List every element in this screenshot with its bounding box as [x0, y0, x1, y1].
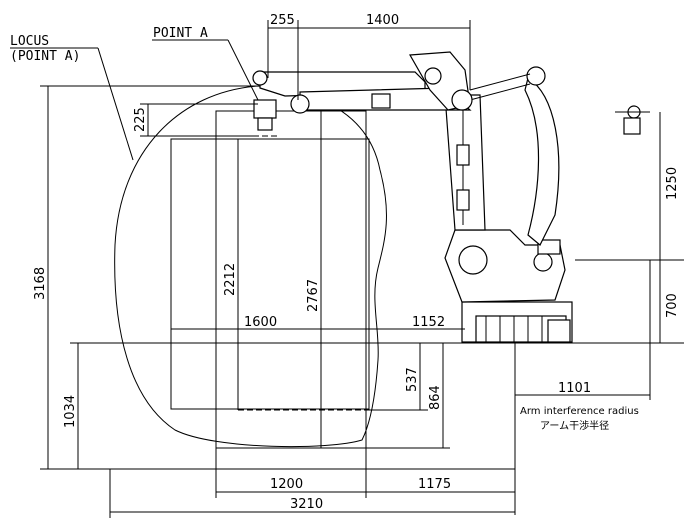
dim-537: 537	[405, 367, 420, 392]
arm-interference-jp-label: アーム干渉半径	[540, 419, 609, 432]
robot-wrist-top	[409, 51, 473, 111]
locus-sub-label: (POINT A)	[10, 49, 80, 64]
locus-label: LOCUS	[10, 34, 49, 49]
dim-700: 700	[665, 293, 680, 318]
workspace-outer-box	[215, 110, 367, 449]
dim-225: 225	[133, 107, 148, 132]
robot-upper-arm	[252, 70, 472, 114]
dim-2212: 2212	[223, 263, 238, 296]
dim-1250: 1250	[665, 167, 680, 200]
dim-255: 255	[270, 13, 295, 28]
arm-interference-label: Arm interference radius	[520, 406, 639, 417]
dim-1400: 1400	[366, 13, 399, 28]
dim-1152: 1152	[412, 315, 445, 330]
robot-rear-link	[469, 66, 560, 246]
dim-1101: 1101	[558, 381, 591, 396]
robot-body	[444, 229, 566, 303]
dim-2767: 2767	[306, 279, 321, 312]
dim-1175: 1175	[418, 477, 451, 492]
dim-1200: 1200	[270, 477, 303, 492]
robot-base	[461, 301, 573, 343]
dim-1034: 1034	[63, 395, 78, 428]
end-effector	[253, 99, 280, 137]
dim-1600: 1600	[244, 315, 277, 330]
dim-3168: 3168	[33, 267, 48, 300]
locus-envelope	[114, 85, 387, 448]
dim-3210: 3210	[290, 497, 323, 512]
robot-lower-arm	[444, 94, 486, 231]
point-a-label: POINT A	[153, 26, 208, 41]
rear-tool-marker	[615, 105, 650, 135]
workspace-inner-box	[170, 138, 370, 410]
dim-864: 864	[428, 385, 443, 410]
